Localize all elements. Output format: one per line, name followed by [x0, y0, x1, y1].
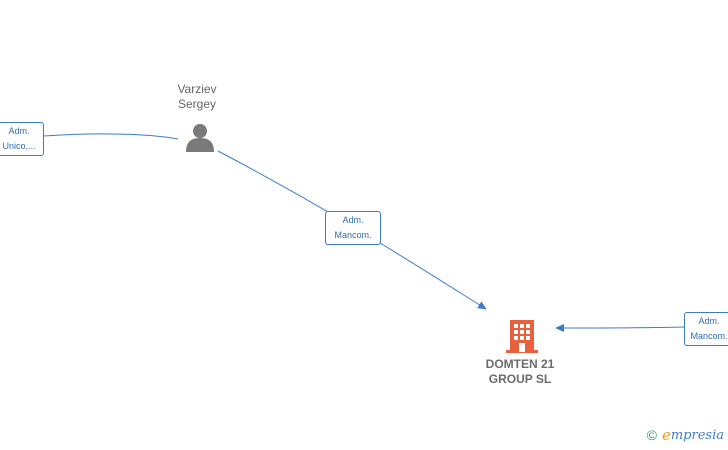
- edge-label-right-line2: Mancom.: [690, 331, 728, 341]
- brand-initial: e: [661, 426, 671, 444]
- edge-label-right-line1: Adm.: [698, 316, 720, 326]
- edge-label-middle-line1: Adm.: [342, 215, 364, 225]
- edge-label-left-line1: Adm.: [8, 126, 30, 136]
- company-node-label: DOMTEN 21 GROUP SL: [455, 357, 585, 387]
- company-name-line2: GROUP SL: [488, 372, 552, 386]
- edge-line-left: [43, 133, 179, 140]
- edge-label-right[interactable]: Adm. Mancom.: [684, 312, 728, 346]
- edge-label-middle-line2: Mancom.: [334, 230, 372, 240]
- company-name-line1: DOMTEN 21: [485, 357, 555, 371]
- building-icon[interactable]: [506, 318, 538, 354]
- edge-line-right-to-company: [555, 323, 685, 332]
- person-name-line2: Sergey: [177, 97, 217, 111]
- edge-label-middle[interactable]: Adm. Mancom.: [325, 211, 381, 245]
- person-icon[interactable]: [184, 122, 216, 152]
- person-name-line1: Varziev: [177, 82, 217, 96]
- edge-label-left[interactable]: Adm. Unico,...: [0, 122, 44, 156]
- brand-name: mpresia: [670, 427, 724, 443]
- copyright-icon: ©: [646, 427, 657, 443]
- person-node-label: Varziev Sergey: [147, 82, 247, 112]
- edge-label-left-line2: Unico,...: [2, 141, 36, 151]
